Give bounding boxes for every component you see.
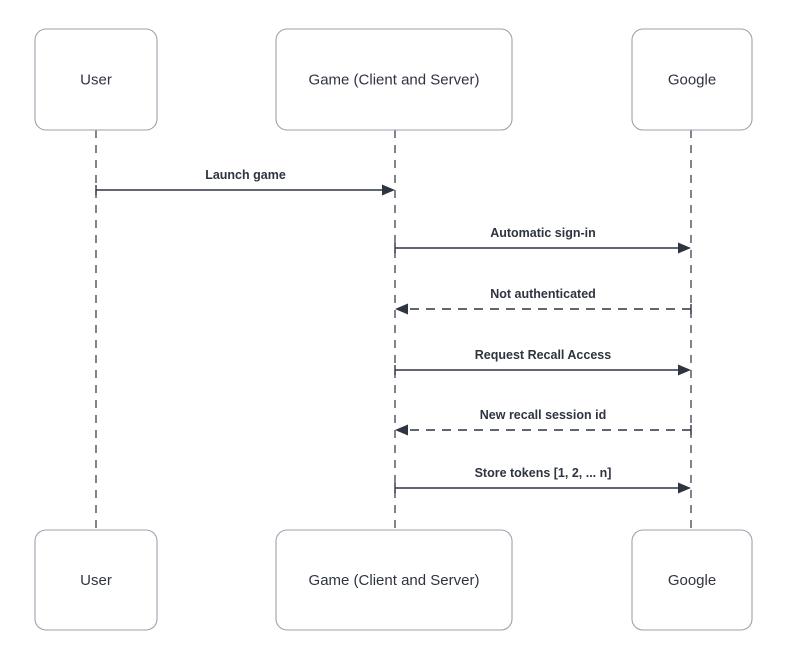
message-3-google-to-game[interactable]: Not authenticated <box>395 287 692 315</box>
participant-box <box>275 28 513 131</box>
participant-label: Google <box>668 71 716 88</box>
arrowhead-right <box>678 482 691 494</box>
participant-user-bottom[interactable]: User <box>34 529 158 631</box>
message-4-game-to-google[interactable]: Request Recall Access <box>394 348 691 376</box>
participant-google-top[interactable]: Google <box>631 28 753 131</box>
arrowhead-right <box>678 364 691 376</box>
message-label: Not authenticated <box>490 287 596 301</box>
participant-box <box>631 529 753 631</box>
participant-box <box>275 529 513 631</box>
lifelines-layer <box>95 130 692 530</box>
message-label: Store tokens [1, 2, ... n] <box>475 466 612 480</box>
arrowhead-left <box>395 424 408 436</box>
participant-google-bottom[interactable]: Google <box>631 529 753 631</box>
participant-label: Game (Client and Server) <box>309 572 480 589</box>
arrowhead-right <box>678 242 691 254</box>
participant-box <box>631 28 753 131</box>
arrowhead-right <box>382 184 395 196</box>
participant-box <box>34 28 158 131</box>
arrowhead-left <box>395 303 408 315</box>
message-label: Launch game <box>205 168 286 182</box>
message-6-game-to-google[interactable]: Store tokens [1, 2, ... n] <box>394 466 691 494</box>
participant-label: User <box>80 71 112 88</box>
participant-user-top[interactable]: User <box>34 28 158 131</box>
message-label: Request Recall Access <box>475 348 611 362</box>
message-label: Automatic sign-in <box>490 226 596 240</box>
participant-label: User <box>80 572 112 589</box>
message-5-google-to-game[interactable]: New recall session id <box>395 408 692 436</box>
participant-label: Game (Client and Server) <box>309 71 480 88</box>
participant-game-bottom[interactable]: Game (Client and Server) <box>275 529 513 631</box>
message-2-game-to-google[interactable]: Automatic sign-in <box>394 226 691 254</box>
message-1-user-to-game[interactable]: Launch game <box>95 168 395 196</box>
participant-game-top[interactable]: Game (Client and Server) <box>275 28 513 131</box>
participant-box <box>34 529 158 631</box>
participant-label: Google <box>668 572 716 589</box>
message-label: New recall session id <box>480 408 606 422</box>
